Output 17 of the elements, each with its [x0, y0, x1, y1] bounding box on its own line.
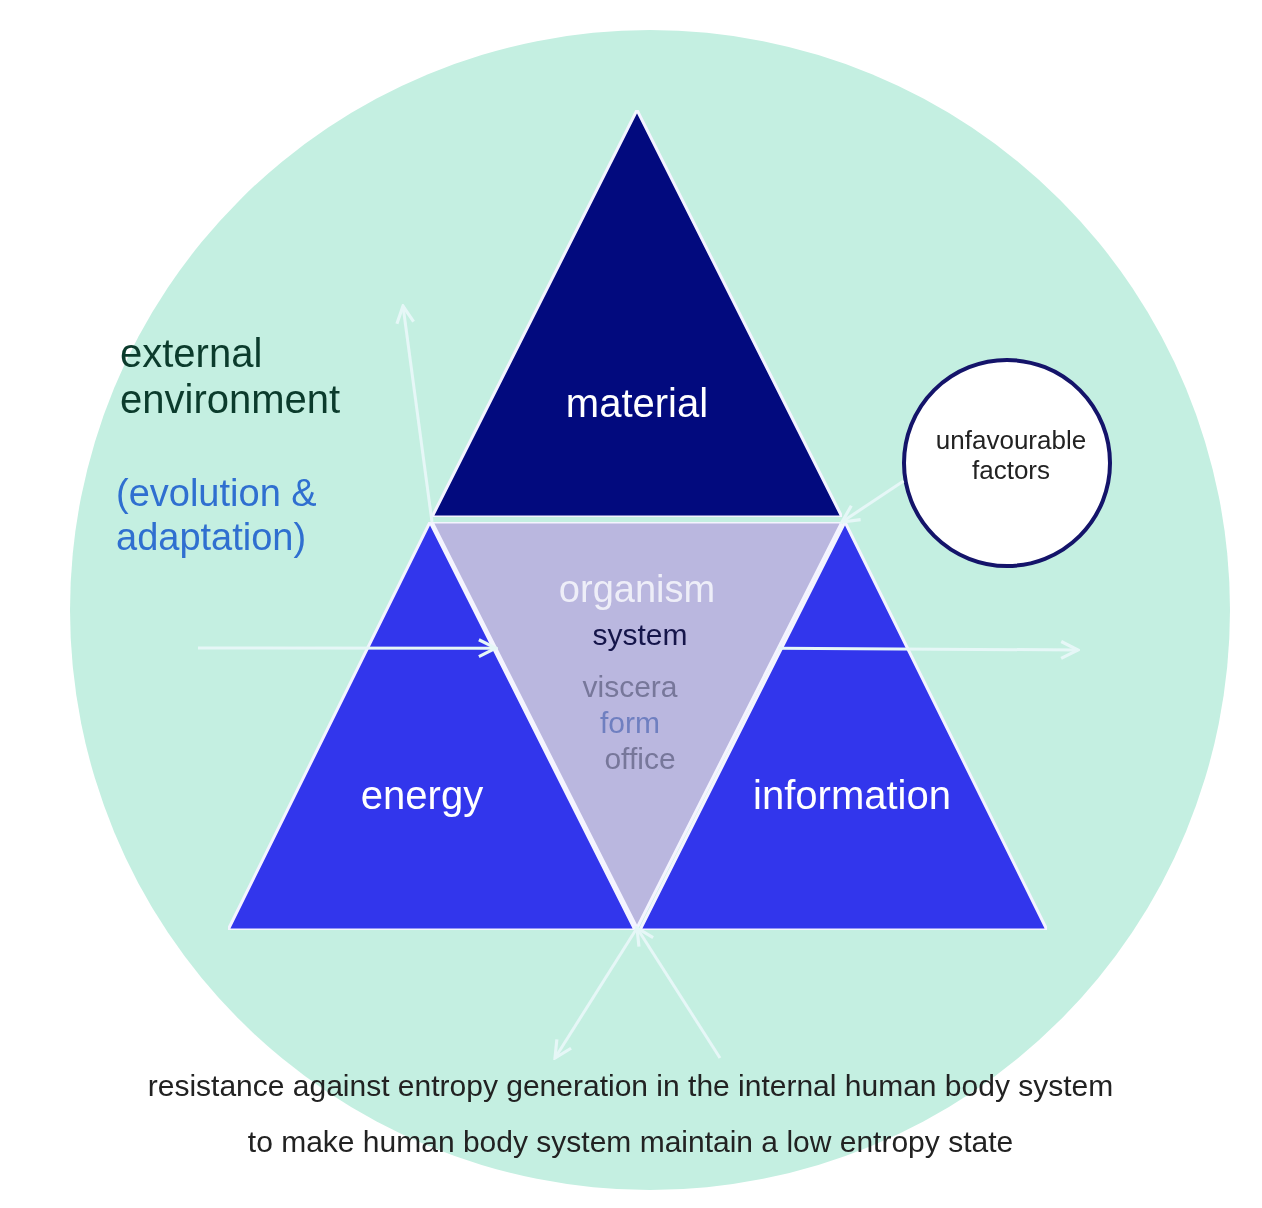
material-label: material	[565, 380, 709, 426]
system-label: system	[592, 618, 688, 653]
arrow	[395, 304, 434, 523]
environment-label: external environment	[120, 330, 342, 422]
caption-text: resistance against entropy generation in the internal human body system to make human body system maintain a low entropy state	[138, 1058, 1123, 1169]
arrow	[778, 639, 1080, 660]
energy-label: energy	[360, 772, 484, 818]
arrow	[635, 926, 722, 1059]
evolution-label: (evolution & adaptation)	[116, 472, 318, 560]
office-label: office	[604, 742, 676, 777]
viscera-label: viscera	[582, 670, 678, 705]
arrow	[840, 479, 905, 524]
factors-label: unfavourable factors	[934, 426, 1088, 486]
form-label: form	[600, 706, 660, 741]
arrow	[553, 927, 639, 1060]
information-label: information	[753, 772, 951, 818]
arrow	[198, 638, 498, 659]
